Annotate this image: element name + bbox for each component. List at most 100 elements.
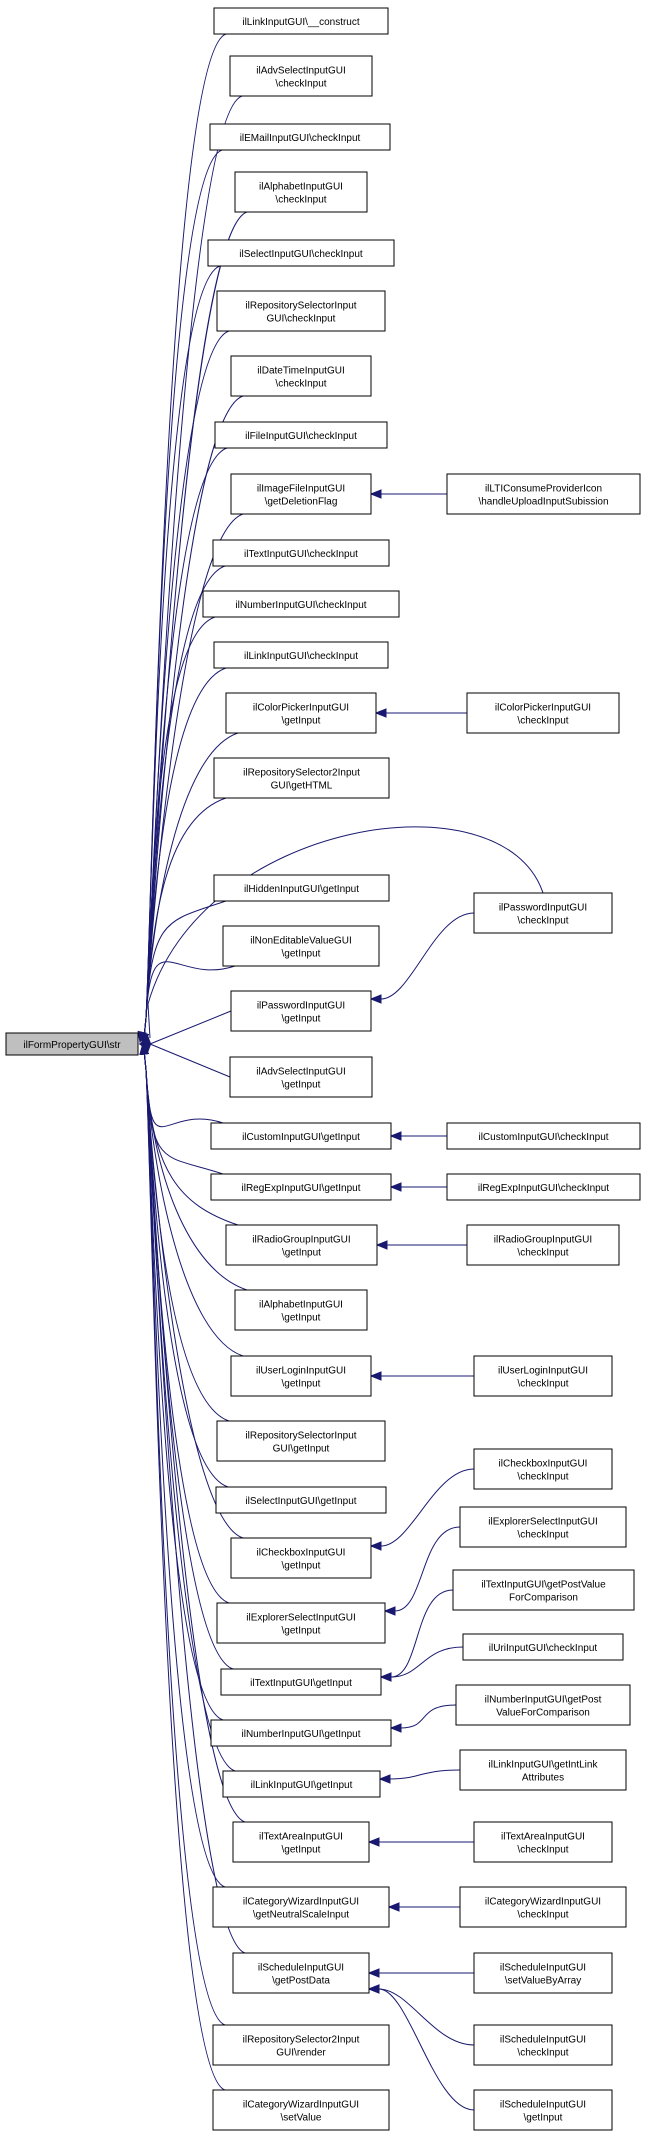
edge-c2-to-n13 [374, 708, 467, 718]
node-label: ilRegExpInputGUI\getInput [242, 1183, 361, 1194]
node-box [212, 2024, 390, 2066]
graph-node[interactable]: ilEMailInputGUI\checkInput [209, 123, 391, 151]
node-box [220, 1668, 382, 1696]
graph-node[interactable]: ilScheduleInputGUI\getPostData [232, 1952, 370, 1994]
graph-node[interactable]: ilAlphabetInputGUI\getInput [234, 1289, 368, 1331]
node-label: ilRepositorySelectorInput [245, 1431, 356, 1442]
graph-node[interactable]: ilNumberInputGUI\getInput [210, 1719, 392, 1747]
graph-node[interactable]: ilCategoryWizardInputGUI \setValue [212, 2089, 390, 2131]
graph-node[interactable]: ilRegExpInputGUI\checkInput [446, 1173, 641, 1201]
edge-line [143, 211, 248, 1039]
graph-node[interactable]: ilUserLoginInputGUI\getInput [230, 1355, 372, 1397]
node-label: \getInput [282, 949, 321, 960]
graph-node[interactable]: ilAlphabetInputGUI\checkInput [234, 171, 368, 213]
node-box [210, 1122, 392, 1150]
graph-node[interactable]: ilRadioGroupInputGUI\getInput [225, 1224, 378, 1266]
node-box [216, 1602, 386, 1644]
edge-n17-to-root [138, 1010, 232, 1045]
node-label: \setValue [281, 2113, 322, 2124]
node-label: ilNumberInputGUI\getInput [242, 1729, 361, 1740]
edge-c12-to-n29 [389, 1704, 457, 1733]
graph-node[interactable]: ilNonEditableValueGUI \getInput [222, 925, 380, 967]
node-box [229, 1056, 373, 1098]
node-box [213, 641, 389, 669]
edge-n18-to-root [138, 1043, 231, 1078]
graph-node[interactable]: ilLinkInputGUI\checkInput [213, 641, 389, 669]
graph-node[interactable]: ilColorPickerInputGUI\getInput [225, 692, 377, 734]
node-box [230, 355, 372, 397]
graph-node[interactable]: ilDateTimeInputGUI\checkInput [230, 355, 372, 397]
graph-node[interactable]: ilUriInputGUI\checkInput [462, 1633, 624, 1661]
graph-node[interactable]: ilAdvSelectInputGUI\getInput [229, 1056, 373, 1098]
graph-node[interactable]: ilScheduleInputGUI\checkInput [473, 2024, 613, 2066]
edge-line [143, 961, 236, 1039]
nodes-layer: ilFormPropertyGUI\str ilLinkInputGUI\__co… [5, 7, 641, 2131]
graph-node[interactable]: ilPasswordInputGUI\checkInput [473, 892, 613, 934]
graph-node[interactable]: ilTextInputGUI\checkInput [212, 539, 390, 567]
graph-node[interactable]: ilNumberInputGUI\checkInput [202, 590, 400, 618]
node-label: ilNonEditableValueGUI [250, 936, 352, 947]
graph-node[interactable]: ilSelectInputGUI\checkInput [207, 239, 395, 267]
node-label: \getInput [282, 1248, 321, 1259]
graph-node[interactable]: ilExplorerSelectInputGUI\checkInput [459, 1506, 627, 1548]
graph-node[interactable]: ilTextAreaInputGUI\getInput [232, 1821, 370, 1863]
edge-line [143, 1049, 230, 1422]
node-label: \checkInput [517, 2048, 568, 2059]
node-label: \checkInput [275, 379, 326, 390]
graph-node[interactable]: ilFileInputGUI\checkInput [214, 421, 388, 449]
graph-node[interactable]: ilLinkInputGUI\__construct [213, 7, 389, 35]
edge-line [380, 912, 475, 1000]
node-label: ilCustomInputGUI\checkInput [478, 1132, 608, 1143]
graph-node[interactable]: ilRadioGroupInputGUI\checkInput [466, 1224, 620, 1266]
graph-node[interactable]: ilPasswordInputGUI\getInput [230, 990, 372, 1032]
node-label: ilCheckboxInputGUI [499, 1459, 588, 1470]
node-label: ilNumberInputGUI\getPost [485, 1695, 602, 1706]
graph-node[interactable]: ilUserLoginInputGUI\checkInput [473, 1355, 613, 1397]
edge-line [143, 265, 221, 1039]
edge-c14-to-n31 [367, 1837, 474, 1847]
node-box [473, 1355, 613, 1397]
graph-node[interactable]: ilScheduleInputGUI\setValueByArray [473, 1952, 613, 1994]
graph-node[interactable]: ilScheduleInputGUI\getInput [473, 2089, 613, 2131]
graph-node[interactable]: ilExplorerSelectInputGUI\getInput [216, 1602, 386, 1644]
arrowhead-icon [369, 1371, 382, 1381]
graph-node[interactable]: ilCheckboxInputGUI\checkInput [473, 1448, 613, 1490]
graph-node[interactable]: ilNumberInputGUI\getPostValueForComparis… [455, 1684, 631, 1726]
node-label: ilCategoryWizardInputGUI [243, 2100, 359, 2111]
node-box [215, 1486, 387, 1514]
graph-node[interactable]: ilSelectInputGUI\getInput [215, 1486, 387, 1514]
node-box [473, 1448, 613, 1490]
graph-node[interactable]: ilCategoryWizardInputGUI\checkInput [459, 1886, 627, 1928]
node-label: ilColorPickerInputGUI [495, 703, 591, 714]
node-box [222, 1770, 381, 1798]
node-box [225, 692, 377, 734]
node-box [473, 1952, 613, 1994]
graph-node[interactable]: ilCustomInputGUI\checkInput [446, 1122, 641, 1150]
node-box [234, 171, 368, 213]
graph-node[interactable]: ilLinkInputGUI\getInput [222, 1770, 381, 1798]
graph-node[interactable]: ilRegExpInputGUI\getInput [210, 1173, 392, 1201]
graph-node[interactable]: ilHiddenInputGUI\getInput [213, 874, 390, 902]
root-node[interactable]: ilFormPropertyGUI\str [5, 1032, 139, 1056]
edge-line [380, 1468, 475, 1547]
graph-node[interactable]: ilImageFileInputGUI\getDeletionFlag [230, 473, 372, 515]
graph-node[interactable]: ilLTIConsumeProviderIcon\handleUploadInp… [446, 473, 641, 515]
graph-node[interactable]: ilAdvSelectInputGUI\checkInput [229, 55, 373, 97]
edge-c11-to-n28 [379, 1646, 464, 1682]
graph-node[interactable]: ilTextInputGUI\getInput [220, 1668, 382, 1696]
node-label: \checkInput [517, 1379, 568, 1390]
node-label: \getInput [282, 716, 321, 727]
graph-node[interactable]: ilCheckboxInputGUI\getInput [230, 1537, 372, 1579]
arrowhead-icon [387, 1902, 400, 1912]
graph-node[interactable]: ilColorPickerInputGUI\checkInput [466, 692, 620, 734]
graph-node[interactable]: ilCustomInputGUI\getInput [210, 1122, 392, 1150]
edge-c6-to-n21 [375, 1240, 467, 1250]
graph-node[interactable]: ilCategoryWizardInputGUI\getNeutralScale… [212, 1886, 390, 1928]
graph-node[interactable]: ilTextAreaInputGUI\checkInput [473, 1821, 613, 1863]
